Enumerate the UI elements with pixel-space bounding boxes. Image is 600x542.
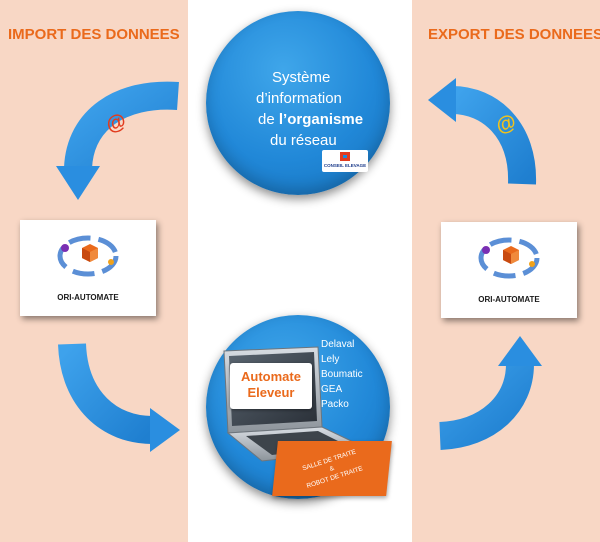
ori-automate-label-left: ORI-AUTOMATE — [57, 293, 119, 302]
ori-automate-logo-icon — [478, 237, 540, 279]
import-title: IMPORT DES DONNEES — [8, 26, 180, 43]
system-line-3: de l’organisme — [258, 109, 363, 130]
brand-item: Lely — [321, 354, 340, 365]
brand-item: Delaval — [321, 339, 355, 350]
arrow-import-right — [58, 342, 180, 452]
brand-item: GEA — [321, 384, 343, 395]
arrow-import-down — [56, 81, 179, 200]
arrow-export-up — [428, 78, 537, 185]
export-title: EXPORT DES DONNEES — [428, 26, 600, 43]
automate-eleveur-line-2: Eleveur — [247, 385, 295, 400]
system-line-1: Système — [272, 69, 331, 86]
conseil-elevage-logo: CONSEIL ELEVAGE — [322, 150, 368, 172]
brand-item: Boumatic — [321, 369, 363, 380]
system-line-2: d’information — [256, 90, 342, 107]
conseil-elevage-label: CONSEIL ELEVAGE — [323, 163, 367, 168]
ori-automate-label-right: ORI-AUTOMATE — [478, 295, 540, 304]
system-line-4: du réseau — [270, 132, 337, 149]
brand-list: Delaval Lely Boumatic GEA Packo — [321, 337, 363, 412]
ori-automate-card-right: ORI-AUTOMATE — [441, 222, 577, 318]
system-line-3-bold: l’organisme — [278, 111, 364, 128]
ori-automate-card-left: ORI-AUTOMATE — [20, 220, 156, 316]
brand-item: Packo — [321, 399, 349, 410]
automate-eleveur-line-1: Automate — [241, 369, 301, 384]
ori-automate-logo-icon — [57, 235, 119, 277]
automate-eleveur-box: Automate Eleveur — [230, 363, 312, 409]
arrow-export-up-right — [438, 336, 542, 450]
system-line-3-prefix: de — [258, 111, 279, 128]
salle-de-traite-label: SALLE DE TRAITE & ROBOT DE TRAITE — [276, 441, 388, 496]
